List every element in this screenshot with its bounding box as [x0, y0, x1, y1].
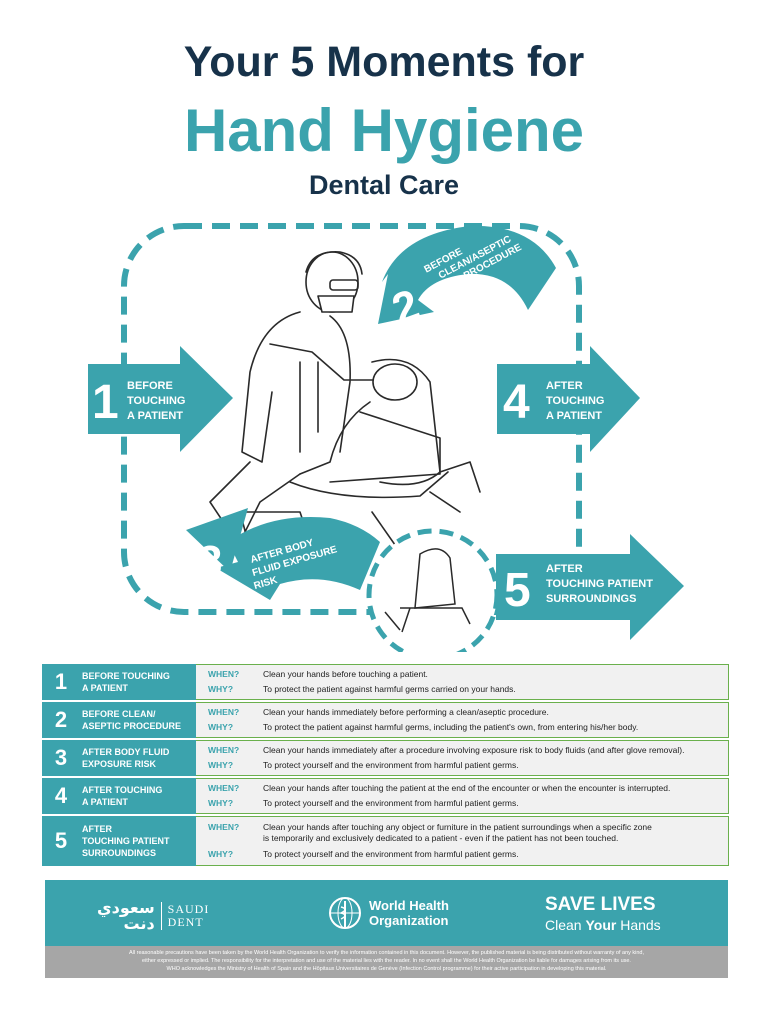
row-qa: WHEN? Clean your hands before touching a …: [196, 664, 729, 700]
when-text: Clean your hands after touching any obje…: [263, 821, 652, 843]
why-label: WHY?: [208, 798, 234, 808]
moment-5-label-2: TOUCHING PATIENT: [546, 578, 653, 590]
moment-4-label-3: A PATIENT: [546, 410, 602, 422]
why-label: WHY?: [208, 849, 234, 860]
moment-4-arrow: 4 AFTER TOUCHING A PATIENT: [497, 346, 640, 452]
five-moments-diagram: 1 BEFORE TOUCHING A PATIENT 4 AFTER TOUC…: [88, 223, 684, 652]
moment-2-arrow: 2 BEFORE CLEAN/ASEPTIC PROCEDURE: [378, 225, 556, 334]
empty-chair-illustration: [384, 548, 471, 633]
subtitle: Dental Care: [308, 170, 460, 200]
why-text: To protect yourself and the environment …: [263, 798, 519, 808]
when-label: WHEN?: [208, 745, 240, 755]
when-text: Clean your hands immediately after a pro…: [263, 745, 685, 755]
why-label: WHY?: [208, 760, 234, 770]
title-line-2: Hand Hygiene: [183, 97, 585, 164]
moment-3-number: 3: [198, 537, 222, 586]
why-text: To protect the patient against harmful g…: [263, 684, 516, 694]
row-number: 4: [42, 778, 80, 814]
why-label: WHY?: [208, 684, 234, 694]
moment-4-number: 4: [503, 376, 530, 429]
row-moment: BEFORE CLEAN/ASEPTIC PROCEDURE: [80, 702, 196, 738]
row-qa: WHEN? Clean your hands immediately after …: [196, 740, 729, 776]
when-label: WHEN?: [208, 669, 240, 679]
moment-5-number: 5: [504, 564, 531, 617]
moment-1-label-2: TOUCHING: [127, 395, 185, 407]
moment-5-arrow: 5 AFTER TOUCHING PATIENT SURROUNDINGS: [496, 534, 684, 640]
moment-5-label-1: AFTER: [546, 563, 583, 575]
row-number: 3: [42, 740, 80, 776]
disclaimer: All reasonable precautions have been tak…: [45, 946, 728, 978]
moment-4-label-2: TOUCHING: [546, 395, 604, 407]
why-label: WHY?: [208, 722, 234, 732]
dentist-patient-illustration: [209, 251, 481, 553]
why-text: To protect yourself and the environment …: [263, 760, 519, 770]
row-qa: WHEN? Clean your hands after touching any…: [196, 816, 729, 866]
moment-4-label-1: AFTER: [546, 380, 583, 392]
row-number: 1: [42, 664, 80, 700]
moment-5-label-3: SURROUNDINGS: [546, 593, 636, 605]
moment-1-label-3: A PATIENT: [127, 410, 183, 422]
row-qa: WHEN? Clean your hands after touching the…: [196, 778, 729, 814]
when-text: Clean your hands immediately before perf…: [263, 707, 549, 717]
row-qa: WHEN? Clean your hands immediately before…: [196, 702, 729, 738]
when-text: Clean your hands after touching the pati…: [263, 783, 671, 793]
when-label: WHEN?: [208, 783, 240, 793]
moment-1-label-1: BEFORE: [127, 380, 173, 392]
moment-1-arrow: 1 BEFORE TOUCHING A PATIENT: [88, 346, 233, 452]
why-text: To protect the patient against harmful g…: [263, 722, 639, 732]
save-lives-slogan: SAVE LIVES Clean Your Hands: [545, 894, 661, 933]
moment-1-number: 1: [92, 376, 119, 429]
table-row-2: 2 BEFORE CLEAN/ASEPTIC PROCEDURE WHEN? Cl…: [42, 702, 729, 740]
when-text: Clean your hands before touching a patie…: [263, 669, 428, 679]
row-number: 5: [42, 816, 80, 866]
row-number: 2: [42, 702, 80, 738]
who-emblem-icon: [329, 897, 361, 929]
why-text: To protect yourself and the environment …: [263, 849, 519, 860]
when-label: WHEN?: [208, 707, 240, 717]
moment-3-arrow: 3 AFTER BODY FLUID EXPOSURE RISK: [186, 508, 380, 600]
when-label: WHEN?: [208, 821, 240, 832]
title-line-1: Your 5 Moments for: [183, 38, 585, 86]
